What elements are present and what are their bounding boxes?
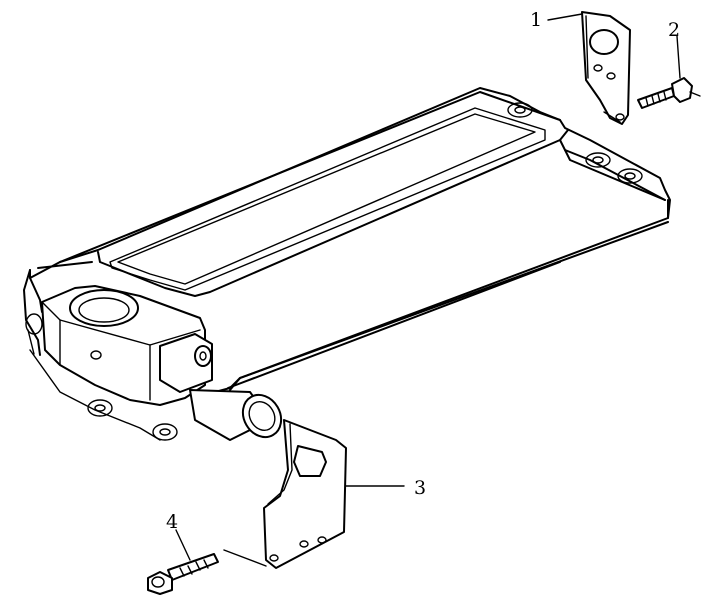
callout-1: 1 xyxy=(530,9,542,31)
leader-line-4 xyxy=(175,529,191,561)
thermostat-housing xyxy=(25,285,283,441)
leader-line-2 xyxy=(676,35,681,79)
bolt-axis-line xyxy=(223,549,267,567)
bolt-upper xyxy=(637,77,693,109)
callout-2: 2 xyxy=(668,19,680,41)
bolt-axis-line-upper xyxy=(689,91,701,97)
leader-line-1 xyxy=(547,13,583,21)
callout-4: 4 xyxy=(166,511,178,533)
bracket-lower xyxy=(263,419,347,569)
bolt-lower xyxy=(147,553,219,595)
leader-lines xyxy=(175,13,701,567)
callout-3: 3 xyxy=(414,477,426,499)
bracket-upper xyxy=(581,11,631,125)
